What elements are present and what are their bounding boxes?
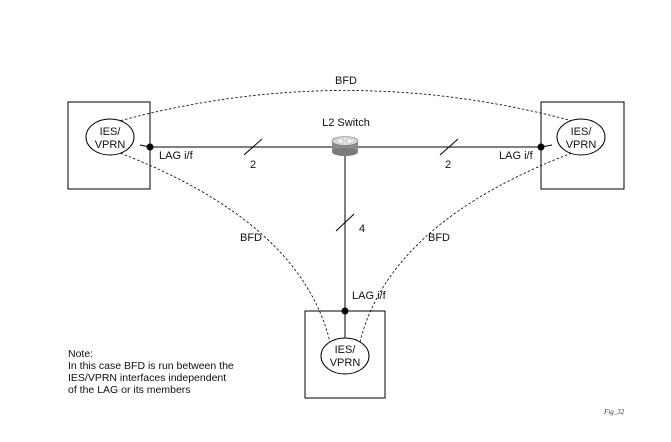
node-label-left-line2: VPRN [95, 139, 126, 151]
note-line: In this case BFD is run between the [68, 360, 234, 372]
node-label-bottom-line1: IES/ [335, 344, 357, 356]
link-count-left: 2 [250, 159, 256, 171]
junction-dot-left [146, 143, 154, 151]
lag-label-left: LAG i/f [159, 150, 194, 162]
bfd-label-right: BFD [428, 232, 450, 244]
node-ellipse-bottom [320, 337, 370, 375]
bfd-path-top [111, 90, 581, 124]
figure-id: Fig_32 [603, 408, 625, 416]
link-marker-right [439, 138, 459, 156]
link-marker-vertical [335, 213, 355, 232]
node-ellipse-left [85, 118, 135, 156]
bfd-label-top: BFD [335, 75, 357, 87]
link-count-vertical: 4 [359, 223, 365, 235]
note-line: IES/VPRN interfaces independent [68, 372, 227, 384]
bfd-label-left: BFD [240, 232, 262, 244]
note-heading: Note: [68, 348, 94, 360]
junction-dot-bottom [341, 307, 349, 315]
node-ellipse-right [556, 118, 606, 156]
switch-label: L2 Switch [322, 117, 370, 129]
lag-label-bottom: LAG i/f [352, 290, 387, 302]
node-label-right-line2: VPRN [566, 139, 597, 151]
bfd-path-left [111, 149, 331, 343]
note-block: Note: In this case BFD is run between th… [68, 348, 234, 396]
node-label-right-line1: IES/ [571, 126, 593, 138]
node-label-left-line1: IES/ [100, 126, 122, 138]
note-line: of the LAG or its members [68, 384, 191, 396]
junction-dot-right [537, 143, 545, 151]
l2-switch-icon [331, 136, 359, 156]
node-label-bottom-line2: VPRN [330, 357, 361, 369]
link-marker-left [243, 138, 263, 156]
lag-label-right: LAG i/f [499, 150, 534, 162]
link-count-right: 2 [445, 159, 451, 171]
bfd-path-right [359, 149, 581, 343]
